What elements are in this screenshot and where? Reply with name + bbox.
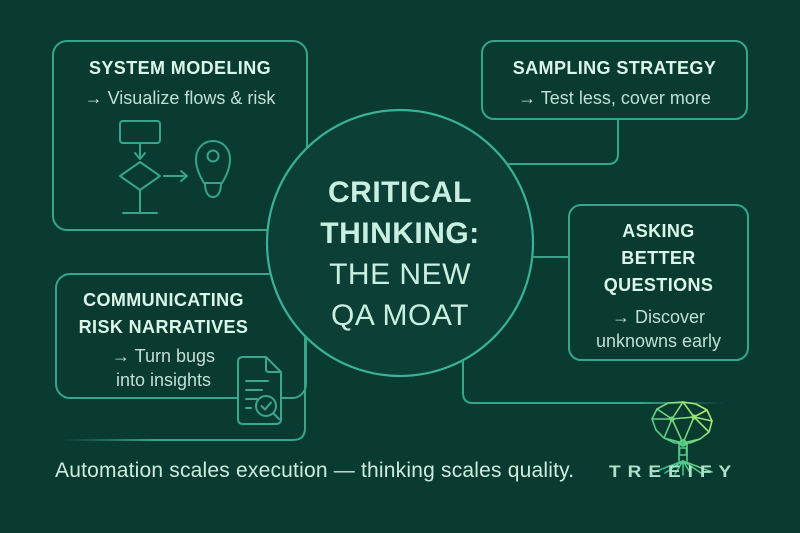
asking-better-questions-box	[568, 204, 749, 361]
asking-subtitle-line-1: → Discover	[611, 307, 705, 327]
system-modeling-title: SYSTEM MODELING	[88, 58, 271, 78]
communicating-risk-text: COMMUNICATING RISK NARRATIVES → Turn bug…	[56, 287, 271, 392]
system-modeling-text: SYSTEM MODELING → Visualize flows & risk	[53, 55, 307, 110]
sampling-strategy-title: SAMPLING STRATEGY	[512, 58, 717, 78]
sampling-strategy-box	[481, 40, 748, 120]
circle-title-line-1: CRITICAL	[328, 176, 472, 209]
circle-title-line-3: THE NEW	[329, 258, 471, 291]
sampling-strategy-subtitle: → Test less, cover more	[518, 88, 711, 108]
communicating-subtitle-line-1: → Turn bugs	[111, 346, 216, 366]
communicating-title-line-2: RISK NARRATIVES	[78, 317, 249, 337]
central-circle	[265, 108, 535, 378]
connector-swoosh-right	[462, 360, 726, 404]
circle-title-line-2: THINKING:	[320, 217, 480, 250]
document-check-icon	[237, 356, 282, 425]
treeify-wordmark: TREEIFY	[609, 463, 739, 482]
footer-tagline: Automation scales execution — thinking s…	[55, 459, 575, 482]
system-modeling-box	[52, 40, 308, 231]
asking-title-line-3: QUESTIONS	[603, 275, 714, 295]
asking-title-line-1: ASKING	[622, 221, 695, 241]
connector-swoosh-left	[61, 337, 306, 441]
connector-sampling-to-circle	[507, 118, 619, 165]
central-circle-title: CRITICAL THINKING: THE NEW QA MOAT	[278, 172, 522, 336]
circle-title-line-4: QA MOAT	[331, 299, 469, 332]
flowchart-lightbulb-icon	[119, 120, 231, 214]
treeify-tree-icon	[651, 401, 713, 476]
sampling-strategy-text: SAMPLING STRATEGY → Test less, cover mor…	[482, 55, 747, 110]
asking-better-questions-text: ASKING BETTER QUESTIONS → Discover unkno…	[569, 218, 748, 353]
system-modeling-subtitle: → Visualize flows & risk	[84, 88, 276, 108]
asking-title-line-2: BETTER	[621, 248, 696, 268]
communicating-title-line-1: COMMUNICATING	[83, 290, 244, 310]
asking-subtitle-line-2: unknowns early	[595, 331, 722, 351]
communicating-subtitle-line-2: into insights	[115, 370, 212, 390]
